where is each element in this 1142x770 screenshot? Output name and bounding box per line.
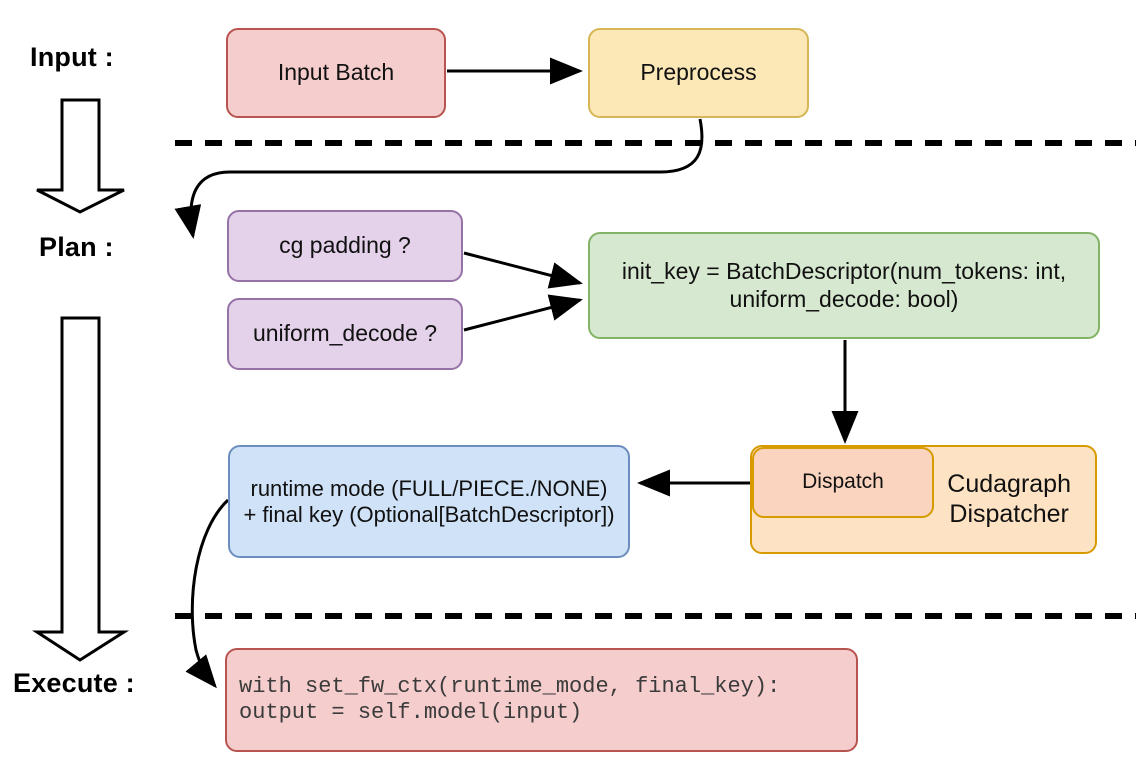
stage-label-execute: Execute : — [13, 668, 135, 698]
node-init-key-label: init_key = BatchDescriptor(num_tokens: i… — [621, 258, 1067, 312]
node-cudagraph-dispatcher-label: Cudagraph Dispatcher — [947, 470, 1071, 528]
node-dispatch-label: Dispatch — [802, 470, 884, 494]
node-uniform-decode[interactable]: uniform_decode ? — [227, 298, 463, 370]
edge-cg-padding-to-init-key — [463, 251, 583, 289]
node-execute-code-block[interactable]: with set_fw_ctx(runtime_mode, final_key)… — [225, 648, 858, 752]
edge-uniform-decode-to-init-key — [463, 294, 583, 332]
node-init-key[interactable]: init_key = BatchDescriptor(num_tokens: i… — [588, 232, 1100, 339]
node-cg-padding-label: cg padding ? — [279, 232, 411, 259]
input-to-plan-block-arrow — [36, 98, 125, 214]
node-runtime-mode[interactable]: runtime mode (FULL/PIECE./NONE) + final … — [228, 445, 630, 558]
node-input-batch-label: Input Batch — [277, 59, 395, 86]
node-cg-padding[interactable]: cg padding ? — [227, 210, 463, 282]
node-uniform-decode-label: uniform_decode ? — [252, 320, 438, 347]
stage-label-plan: Plan : — [39, 232, 114, 262]
node-preprocess[interactable]: Preprocess — [588, 28, 809, 118]
node-dispatch[interactable]: Dispatch — [752, 447, 934, 518]
node-input-batch[interactable]: Input Batch — [226, 28, 446, 118]
node-preprocess-label: Preprocess — [640, 59, 757, 86]
node-execute-code-label: with set_fw_ctx(runtime_mode, final_key)… — [239, 674, 781, 725]
node-runtime-mode-label: runtime mode (FULL/PIECE./NONE) + final … — [243, 475, 615, 527]
stage-label-input: Input : — [30, 42, 114, 72]
plan-to-execute-block-arrow — [31, 316, 130, 662]
edge-runtime-mode-to-code — [185, 498, 230, 689]
